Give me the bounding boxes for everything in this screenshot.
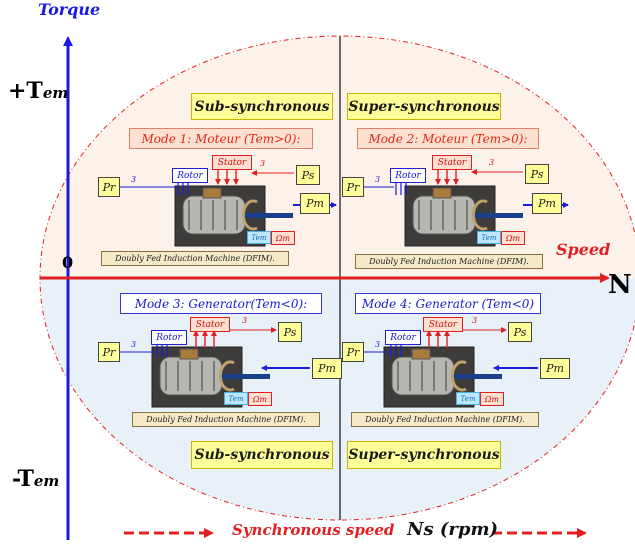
mode-2-label: Mode 2: Moteur (Tem>0):	[357, 128, 539, 149]
q4-tem-label: Tem	[456, 392, 480, 405]
synchronous-speed-label: Synchronous speed	[232, 521, 395, 539]
q1-shaft	[245, 213, 293, 218]
q3-rotor-phase-count: 3	[131, 340, 137, 349]
q4-shaft	[454, 374, 502, 379]
q1-terminal-box	[202, 187, 222, 199]
q3-terminal-box	[179, 348, 199, 360]
q2-ps-box: Ps	[525, 164, 549, 184]
q1-rotor-phase-count: 3	[131, 175, 137, 184]
super-synchronous-top-label: Super-synchronous	[347, 93, 501, 120]
q4-rotor-phase-count: 3	[375, 340, 381, 349]
q3-machine-caption: Doubly Fed Induction Machine (DFIM).	[132, 412, 320, 427]
q3-omega-label: Ωm	[248, 392, 272, 406]
q4-rotor-label: Rotor	[385, 330, 421, 345]
q3-rotation-arc	[218, 360, 235, 392]
q2-omega-label: Ωm	[501, 231, 525, 245]
q3-rotor-label: Rotor	[151, 330, 187, 345]
q1-machine-caption: Doubly Fed Induction Machine (DFIM).	[101, 251, 289, 266]
negative-torque-label: -Tem	[12, 466, 60, 492]
q1-rotor-label: Rotor	[172, 168, 208, 183]
q1-stator-label: Stator	[212, 155, 252, 170]
q1-tem-label: Tem	[247, 231, 271, 244]
q3-pr-box: Pr	[98, 342, 120, 362]
q1-stator-phase-count: 3	[260, 159, 266, 168]
q4-ps-box: Ps	[508, 322, 532, 342]
positive-torque-label: +Tem	[8, 78, 69, 104]
q4-omega-label: Ωm	[480, 392, 504, 406]
speed-axis-symbol: N	[608, 270, 632, 300]
q2-shaft	[475, 213, 523, 218]
q2-stator-label: Stator	[432, 155, 472, 170]
q3-ps-box: Ps	[278, 322, 302, 342]
mode-1-label: Mode 1: Moteur (Tem>0):	[129, 128, 313, 149]
q2-machine-caption: Doubly Fed Induction Machine (DFIM).	[355, 254, 543, 269]
q2-pm-box: Pm	[532, 193, 562, 214]
q1-pr-box: Pr	[98, 177, 120, 197]
q1-pm-box: Pm	[300, 193, 330, 214]
speed-axis-title: Speed	[556, 240, 611, 259]
mode-4-label: Mode 4: Generator (Tem<0)	[355, 293, 541, 314]
q3-pm-box: Pm	[312, 358, 342, 379]
q2-rotor-label: Rotor	[390, 168, 426, 183]
mode-3-label: Mode 3: Generator(Tem<0):	[120, 293, 322, 314]
q2-rotor-phase-count: 3	[375, 175, 381, 184]
super-synchronous-bottom-label: Super-synchronous	[347, 441, 501, 469]
q4-machine-caption: Doubly Fed Induction Machine (DFIM).	[351, 412, 539, 427]
origin-label: 0	[62, 253, 74, 272]
q4-stator-label: Stator	[423, 317, 463, 332]
q3-stator-label: Stator	[190, 317, 230, 332]
q4-pr-box: Pr	[342, 342, 364, 362]
sub-synchronous-top-label: Sub-synchronous	[191, 93, 333, 120]
q1-ps-box: Ps	[296, 165, 320, 185]
q3-tem-label: Tem	[224, 392, 248, 405]
q4-terminal-box	[411, 348, 431, 360]
q2-rotation-arc	[471, 199, 488, 231]
q2-terminal-box	[432, 187, 452, 199]
q2-tem-label: Tem	[477, 231, 501, 244]
q4-rotation-arc	[450, 360, 467, 392]
q2-stator-phase-count: 3	[489, 158, 495, 167]
q3-stator-phase-count: 3	[242, 316, 248, 325]
torque-axis-title: Torque	[38, 0, 101, 19]
q1-rotation-arc	[241, 199, 258, 231]
q3-shaft	[222, 374, 270, 379]
ns-rpm-label: Ns (rpm)	[407, 519, 499, 540]
q2-pr-box: Pr	[342, 177, 364, 197]
q4-pm-box: Pm	[540, 358, 570, 379]
q1-omega-label: Ωm	[271, 231, 295, 245]
q4-stator-phase-count: 3	[472, 316, 478, 325]
sub-synchronous-bottom-label: Sub-synchronous	[191, 441, 333, 469]
